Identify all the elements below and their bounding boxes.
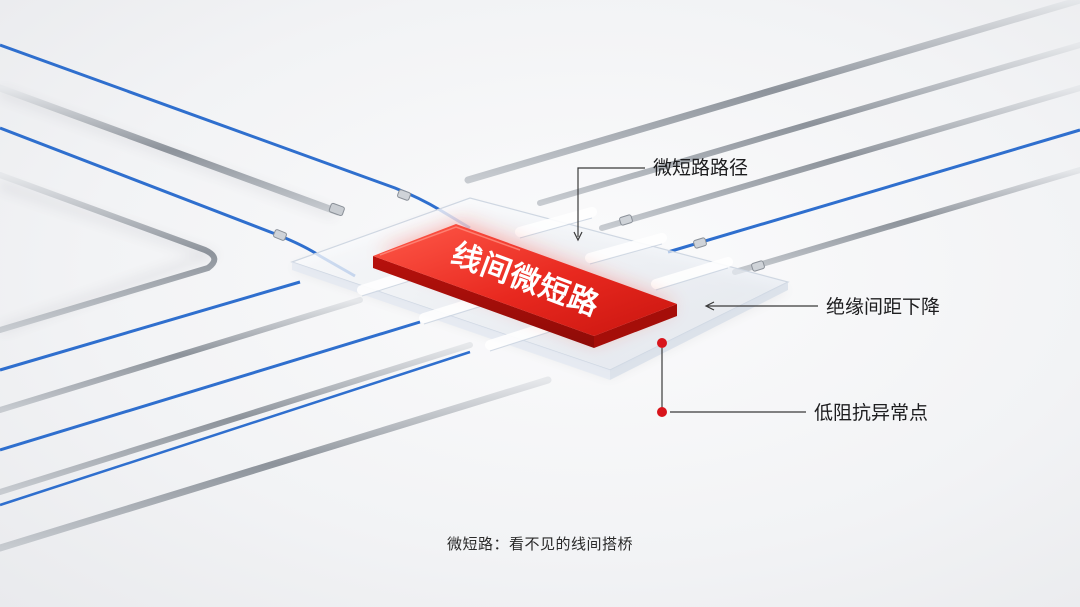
trace-clip bbox=[328, 202, 345, 217]
silver-trace bbox=[0, 172, 218, 333]
silver-trace bbox=[0, 297, 363, 413]
silver-trace bbox=[0, 342, 473, 495]
blue-trace bbox=[0, 320, 421, 452]
silver-trace bbox=[599, 85, 1080, 231]
blue-trace bbox=[0, 350, 471, 507]
trace-clip bbox=[397, 189, 411, 201]
left-wire-bundle bbox=[0, 43, 552, 552]
trace-clip bbox=[693, 237, 707, 249]
callout-spacing-label: 绝缘间距下降 bbox=[826, 296, 940, 318]
trace-clip bbox=[751, 260, 765, 272]
silver-trace bbox=[0, 376, 552, 552]
callout-spacing: 绝缘间距下降 bbox=[704, 296, 940, 318]
silver-trace bbox=[537, 42, 1080, 206]
callout-path-label: 微短路路径 bbox=[653, 157, 748, 179]
blue-trace bbox=[0, 280, 301, 372]
callout-path: 微短路路径 bbox=[573, 157, 748, 242]
blue-trace bbox=[667, 128, 1080, 254]
callout-anomaly-label: 低阻抗异常点 bbox=[814, 402, 928, 424]
anomaly-dot bbox=[657, 338, 667, 348]
diagram-caption: 微短路：看不见的线间搭桥 bbox=[446, 535, 633, 553]
silver-trace bbox=[732, 167, 1080, 275]
silver-trace bbox=[464, 0, 1080, 184]
silver-trace bbox=[0, 84, 342, 216]
right-wire-bundle bbox=[464, 0, 1080, 275]
trace-clip bbox=[619, 214, 633, 226]
chip-top bbox=[373, 224, 677, 336]
trace-clip bbox=[273, 229, 287, 241]
anomaly-dot bbox=[657, 407, 667, 417]
callout-anomaly: 低阻抗异常点 bbox=[657, 338, 928, 424]
micro-short-chip: 线间微短路 bbox=[373, 222, 677, 348]
